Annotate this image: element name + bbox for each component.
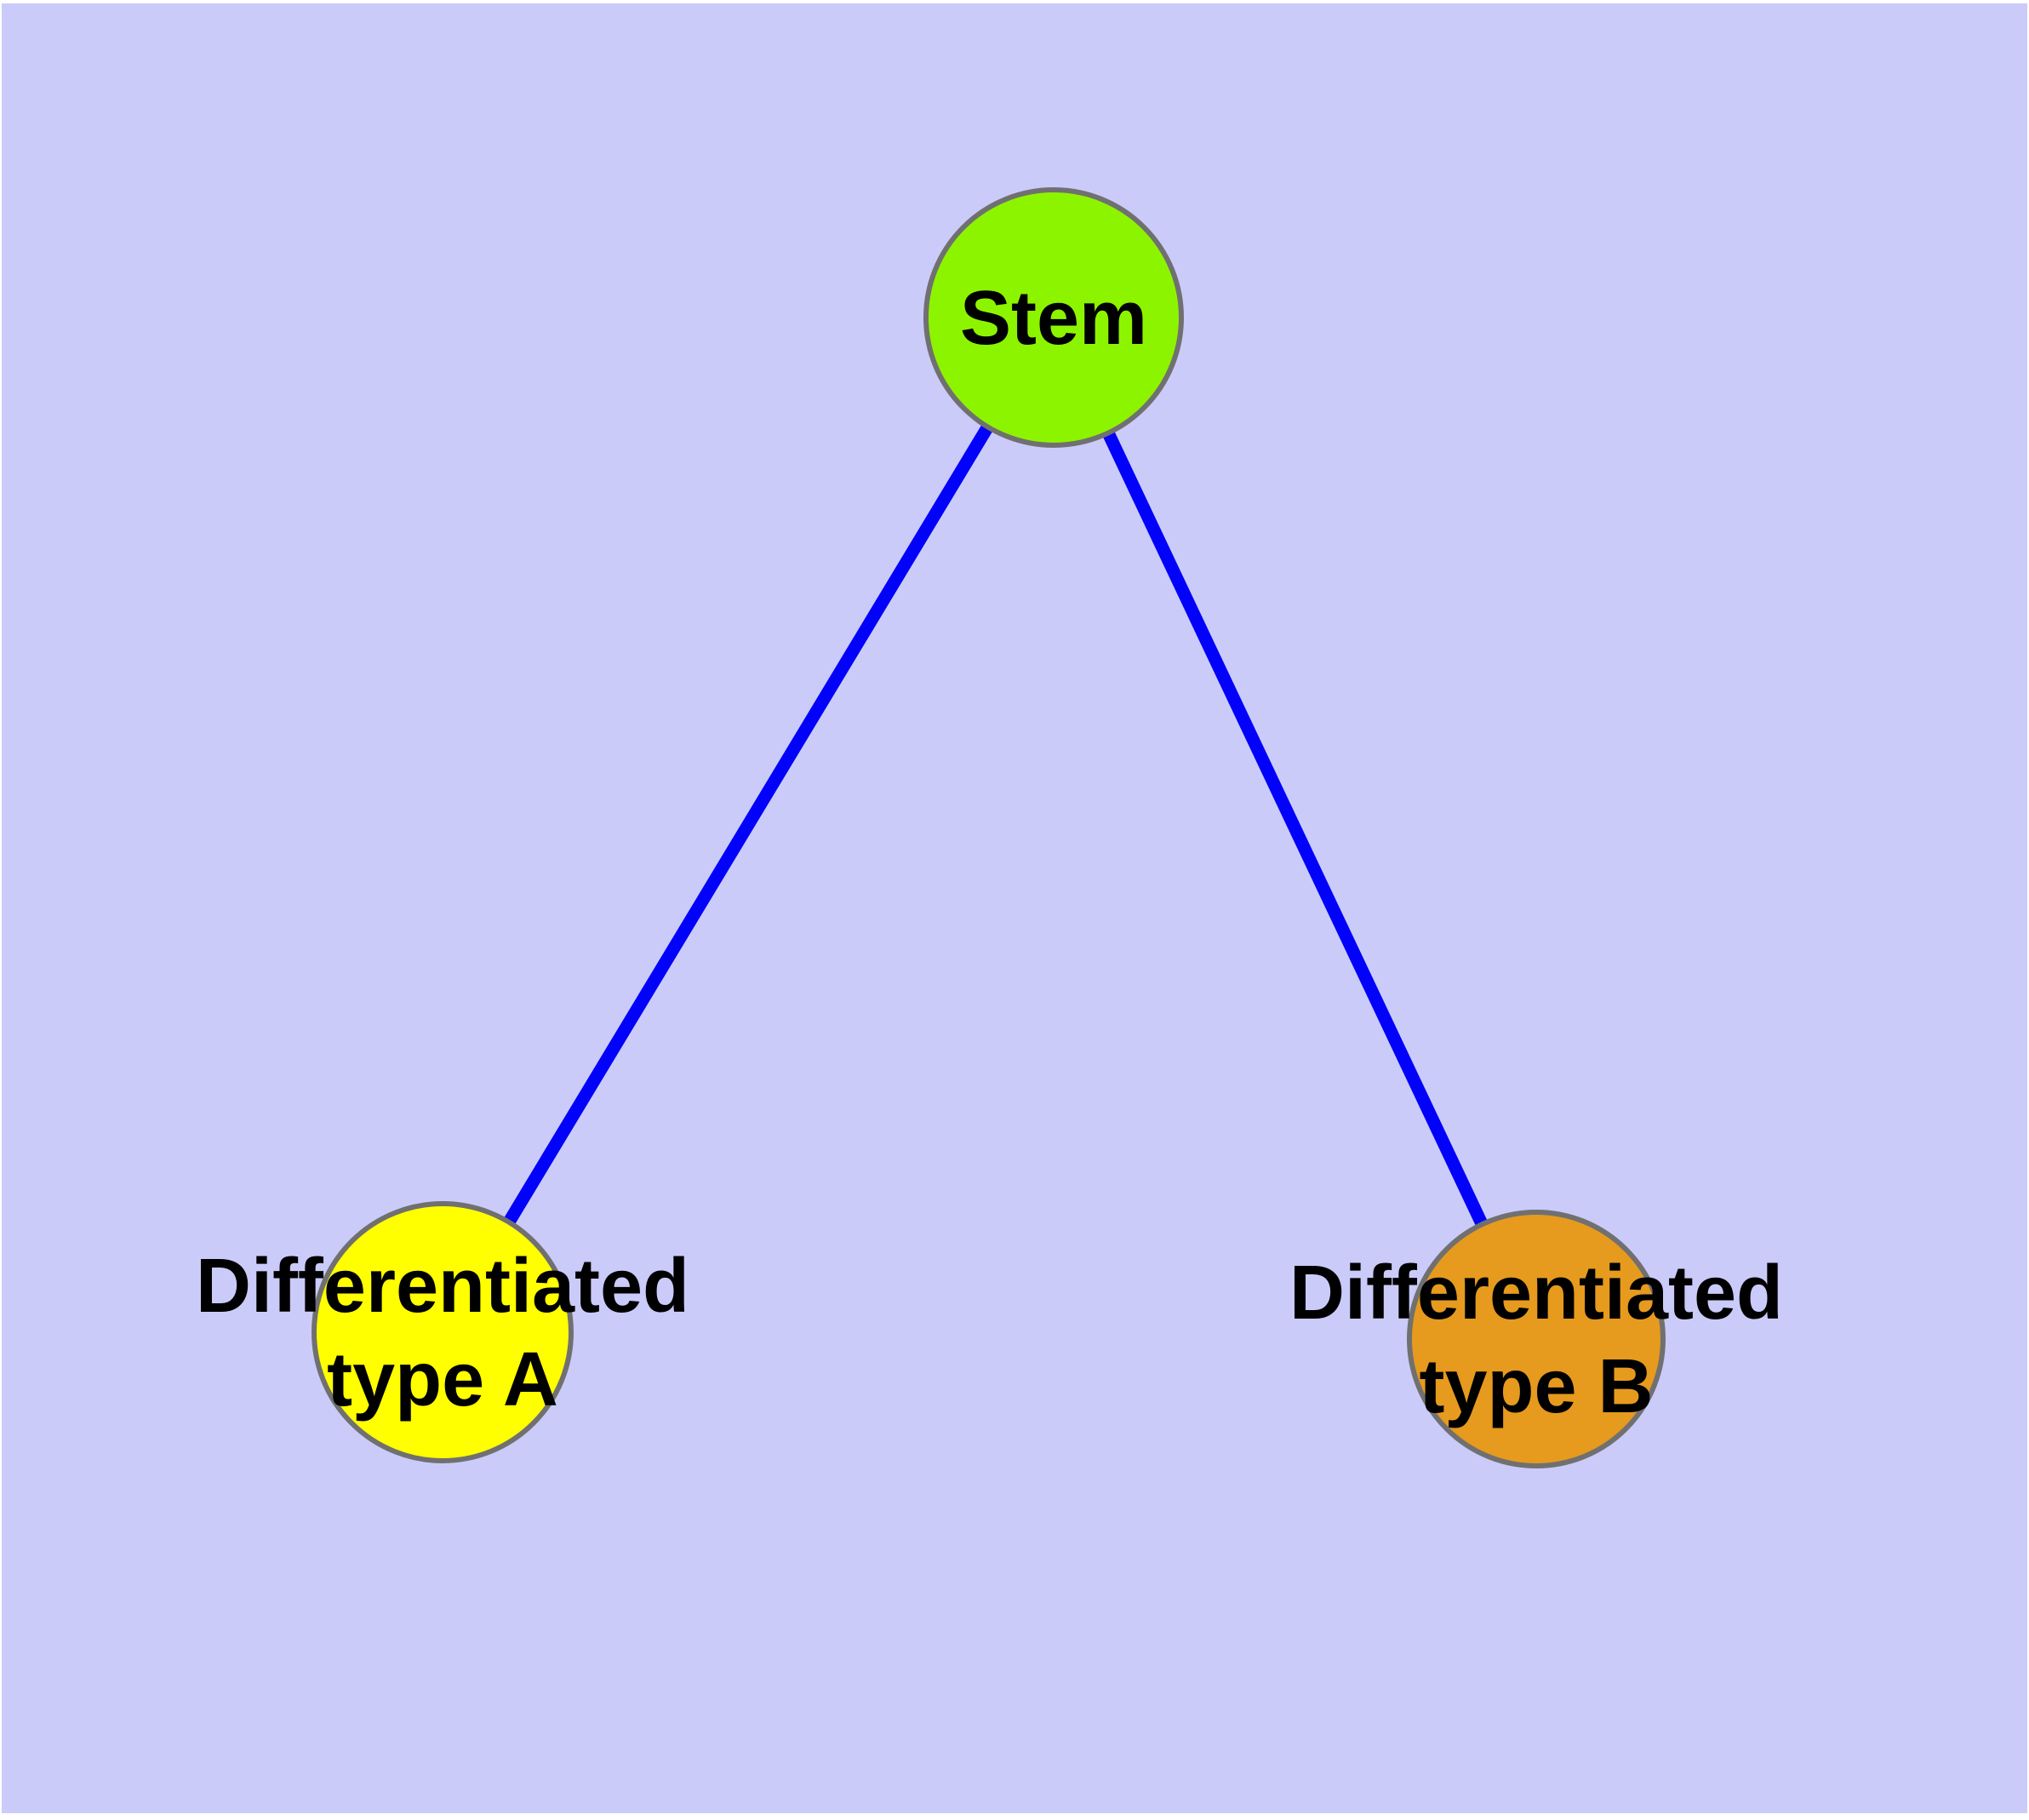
node-type-b-label-line1: Differentiated: [1289, 1251, 1783, 1336]
node-type-b-label-line2: type B: [1419, 1344, 1653, 1429]
edge-stem-to-type-a: [437, 314, 1060, 1336]
node-differentiated-type-b: [1407, 1210, 1666, 1468]
edge-stem-to-type-b: [1048, 314, 1542, 1342]
node-stem-label: Stem: [960, 276, 1147, 361]
node-type-a-label-line2: type A: [327, 1337, 558, 1422]
node-type-a-label-line1: Differentiated: [196, 1244, 689, 1329]
node-differentiated-type-a: [311, 1201, 574, 1463]
node-stem: [923, 187, 1184, 448]
